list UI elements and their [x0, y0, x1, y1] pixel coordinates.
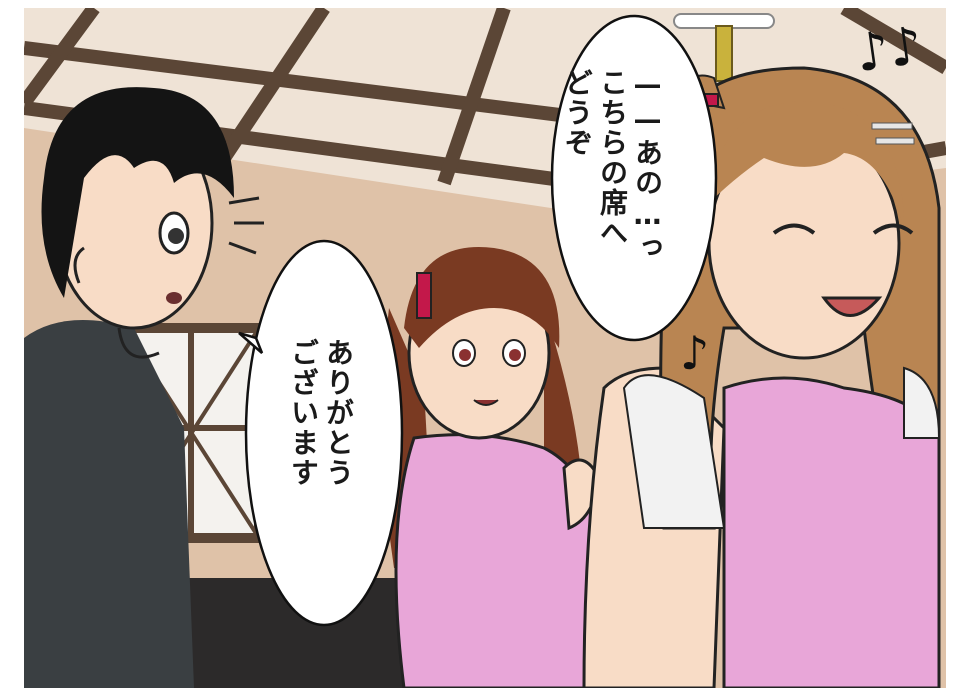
- comic-panel: ——あの…っ こちらの席へ どうぞ ありがとう ございます ♪♪ ♪: [24, 8, 946, 688]
- speech-bubble-1-text: ——あの…っ こちらの席へ どうぞ: [560, 68, 665, 308]
- light-hair-girl-character: [582, 66, 941, 688]
- music-note-small-effect: ♪: [680, 326, 710, 380]
- bubble-1-line-2: こちらの席へ: [596, 68, 629, 248]
- bubble-2-line-1: ありがとう: [322, 338, 355, 488]
- music-notes-effect: ♪♪: [852, 15, 927, 85]
- twintail-girl-character: [382, 247, 617, 688]
- speech-bubble-1-shape: [550, 14, 718, 342]
- boy-character: [24, 87, 264, 688]
- light-stem: [715, 25, 733, 82]
- speech-bubble-2-tail: [238, 331, 264, 354]
- speech-bubble-2-shape: [244, 239, 404, 627]
- speech-bubble-2-text: ありがとう ございます: [286, 338, 356, 538]
- bubble-1-line-1: ——あの…っ: [631, 68, 664, 263]
- bubble-2-line-2: ございます: [287, 338, 320, 488]
- panel-illustration: [24, 8, 946, 688]
- bubble-1-line-3: どうぞ: [561, 68, 594, 158]
